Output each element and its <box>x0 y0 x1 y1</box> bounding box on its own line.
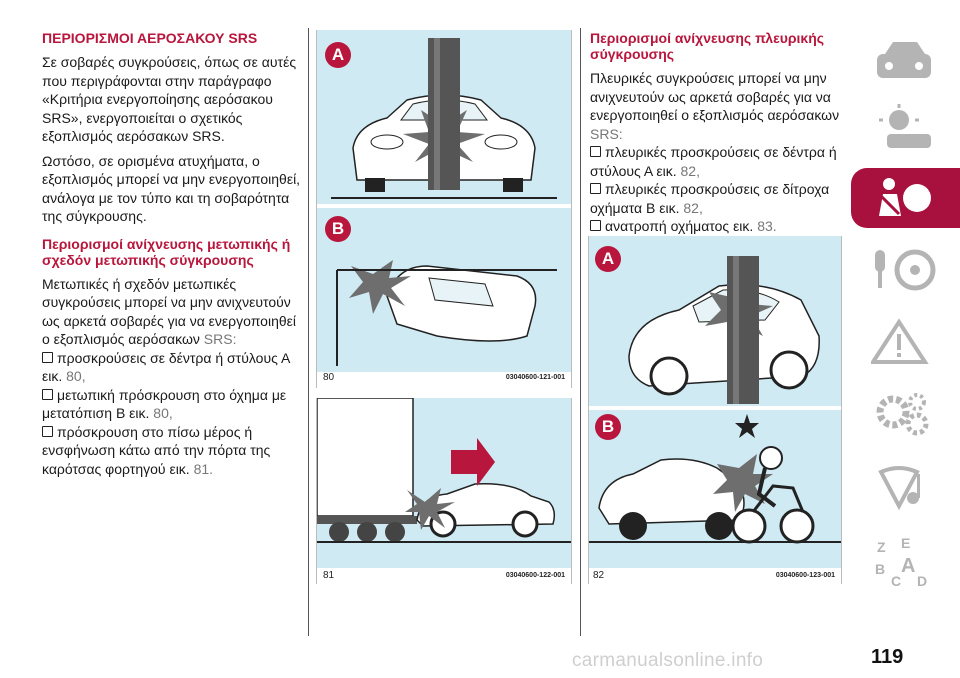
column-divider <box>308 28 309 636</box>
list-item: πλευρικές προσκρούσεις σε δίτροχα οχήματ… <box>590 180 840 217</box>
svg-text:D: D <box>917 573 927 589</box>
tab-emergency[interactable] <box>851 312 960 372</box>
text-column-right: Περιορισμοί ανίχνευσης πλευρικής σύγκρου… <box>590 30 840 236</box>
paragraph-side: Πλευρικές συγκρούσεις μπορεί να μην ανιχ… <box>590 69 840 143</box>
figure-label-a: A <box>595 246 621 272</box>
bullet-text: πρόσκρουση στο πίσω μέρος ή ενσφήνωση κά… <box>42 423 271 477</box>
paragraph-frontal-ref: SRS: <box>203 331 237 347</box>
tab-multimedia[interactable] <box>851 456 960 516</box>
figure-number: 82 <box>593 570 605 581</box>
paragraph-frontal: Μετωπικές ή σχεδόν μετωπικές συγκρούσεις… <box>42 275 304 349</box>
warning-lights-icon <box>879 104 931 148</box>
paragraph-side-ref: SRS: <box>590 125 623 142</box>
checkbox-bullet-icon <box>42 351 53 363</box>
key-steering-icon <box>875 249 936 291</box>
tab-dashboard[interactable] <box>851 30 960 90</box>
paragraph-frontal-text: Μετωπικές ή σχεδόν μετωπικές συγκρούσεις… <box>42 275 296 348</box>
figure-80-illustration <box>317 30 571 372</box>
bullet-text: μετωπική πρόσκρουση στο όχημα με μετατόπ… <box>42 386 287 422</box>
paragraph-srs-exceptions: Ωστόσο, σε ορισμένα ατυχήματα, ο εξοπλισ… <box>42 152 301 225</box>
figure-label-a: A <box>325 42 351 68</box>
figure-code: 03040600-121-001 <box>505 374 565 381</box>
tab-index[interactable]: Z E B C A D <box>851 528 960 589</box>
page-number: 119 <box>871 646 904 668</box>
bullet-text: πλευρικές προσκρούσεις σε δίτροχα οχήματ… <box>590 181 830 216</box>
list-item: πλευρικές προσκρούσεις σε δέντρα ή στύλο… <box>590 143 840 180</box>
figure-81-illustration <box>317 398 571 568</box>
svg-text:B: B <box>875 561 885 577</box>
figure-80: A B 80 03040600-121-001 <box>316 30 572 388</box>
figure-reference: 80, <box>66 368 86 384</box>
text-column-left: ΠΕΡΙΟΡΙΣΜΟΙ ΑΕΡΟΣΑΚΟΥ SRS Σε σοβαρές συγ… <box>42 30 304 478</box>
checkbox-bullet-icon <box>590 146 601 157</box>
bullet-text: ανατροπή οχήματος εικ. <box>605 218 754 234</box>
figure-code: 03040600-123-001 <box>775 572 835 579</box>
section-heading-srs-limits: ΠΕΡΙΟΡΙΣΜΟΙ ΑΕΡΟΣΑΚΟΥ SRS <box>42 30 258 46</box>
checkbox-bullet-icon <box>590 183 601 194</box>
dashboard-car-icon <box>877 42 931 78</box>
section-heading-frontal: Περιορισμοί ανίχνευσης μετωπικής ή σχεδό… <box>42 235 291 268</box>
svg-text:Z: Z <box>877 539 886 555</box>
figure-reference: 83. <box>757 218 777 234</box>
figure-82-illustration <box>589 236 841 568</box>
tab-starting-driving[interactable] <box>851 240 960 300</box>
list-item: προσκρούσεις σε δέντρα ή στύλους Α εικ. … <box>42 349 304 386</box>
figure-82: A B 82 03040600-123-001 <box>588 236 842 584</box>
checkbox-bullet-icon <box>42 388 53 400</box>
svg-text:E: E <box>901 535 910 551</box>
figure-number: 80 <box>323 372 335 383</box>
road-warning-icon <box>871 318 929 364</box>
figure-81: 81 03040600-122-001 <box>316 398 572 584</box>
list-item: πρόσκρουση στο πίσω μέρος ή ενσφήνωση κά… <box>42 423 304 479</box>
figure-reference: 81. <box>193 460 214 477</box>
list-item: μετωπική πρόσκρουση στο όχημα με μετατόπ… <box>42 386 304 423</box>
checkbox-bullet-icon <box>42 425 53 437</box>
paragraph-srs-intro: Σε σοβαρές συγκρούσεις, όπως σε αυτές πο… <box>42 54 297 144</box>
figure-label-b: B <box>595 414 621 440</box>
figure-number: 81 <box>323 570 335 581</box>
maintenance-gears-icon <box>876 393 929 436</box>
tab-warning-lights[interactable] <box>851 96 960 156</box>
figure-reference: 80, <box>153 405 173 421</box>
column-divider <box>580 28 581 636</box>
bullet-text: πλευρικές προσκρούσεις σε δέντρα ή στύλο… <box>590 144 837 179</box>
figure-reference: 82, <box>683 199 703 216</box>
paragraph-side-text: Πλευρικές συγκρούσεις μπορεί να μην ανιχ… <box>590 70 840 123</box>
svg-text:A: A <box>901 555 915 577</box>
section-heading-side: Περιορισμοί ανίχνευσης πλευρικής σύγκρου… <box>590 30 825 62</box>
figure-code: 03040600-122-001 <box>505 572 565 579</box>
alphabetical-index-icon: Z E B C A D <box>875 535 927 589</box>
svg-text:C: C <box>891 573 901 589</box>
multimedia-icon <box>878 466 920 510</box>
figure-reference: 82, <box>680 162 700 179</box>
list-item: ανατροπή οχήματος εικ. 83. <box>590 217 840 236</box>
checkbox-bullet-icon <box>590 220 601 231</box>
airbag-safety-icon <box>879 178 931 216</box>
figure-label-b: B <box>325 216 351 242</box>
tab-maintenance[interactable] <box>851 384 960 444</box>
tab-safety[interactable] <box>851 168 960 228</box>
bullet-text: προσκρούσεις σε δέντρα ή στύλους Α εικ. <box>42 349 290 385</box>
watermark: carmanualsonline.info <box>572 650 764 671</box>
